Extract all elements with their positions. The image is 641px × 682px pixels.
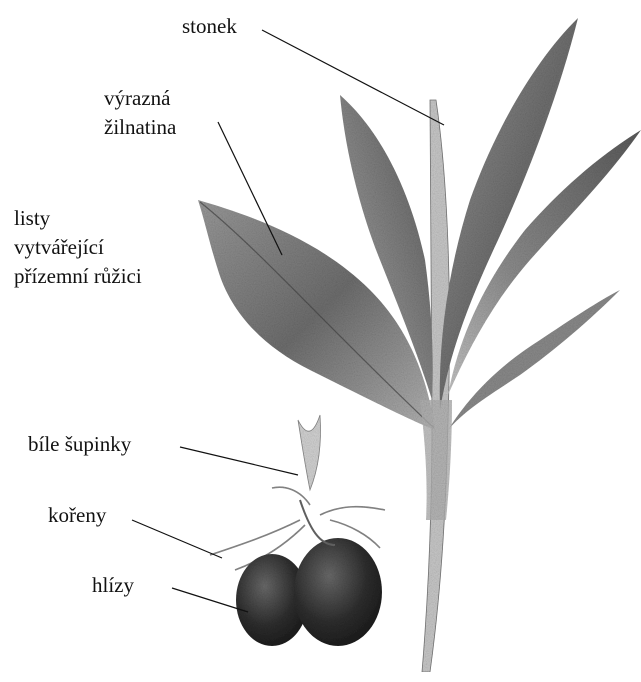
scales-shape bbox=[298, 415, 321, 490]
label-hlizy: hlízy bbox=[92, 573, 134, 598]
label-listy-line1: listy bbox=[14, 206, 50, 231]
label-listy-line3: přízemní růžici bbox=[14, 264, 142, 289]
tuber-right-shape bbox=[294, 538, 382, 646]
label-stonek: stonek bbox=[182, 14, 237, 39]
label-listy-line2: vytvářející bbox=[14, 235, 104, 260]
label-koreny: kořeny bbox=[48, 503, 106, 528]
label-zilnatina-line2: žilnatina bbox=[104, 115, 176, 140]
label-supinky: bíle šupinky bbox=[28, 432, 131, 457]
stem-shape bbox=[422, 100, 450, 672]
label-zilnatina-line1: výrazná bbox=[104, 86, 170, 111]
leader-koreny bbox=[132, 520, 222, 558]
leader-supinky bbox=[180, 447, 298, 475]
